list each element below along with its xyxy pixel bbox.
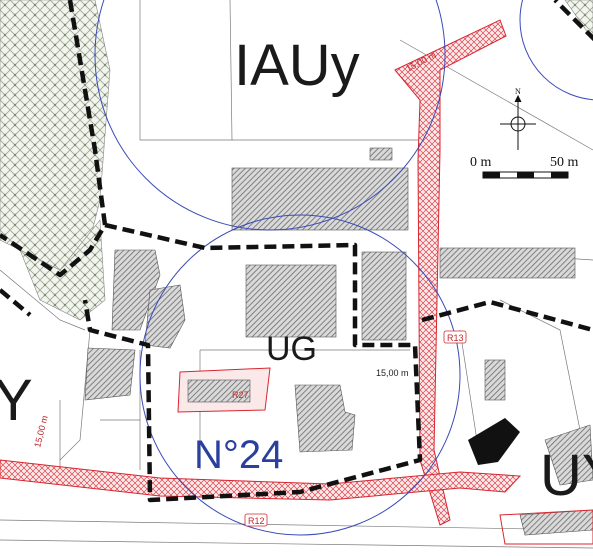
zone-label-uy: UY: [540, 443, 593, 508]
road-tag-r13: R13: [443, 330, 467, 344]
road-label-r12: R12: [248, 516, 265, 526]
r27-building: [187, 379, 251, 403]
zone-label-iauy: IAUy: [234, 33, 360, 98]
road-label-r27: R27: [232, 390, 249, 400]
zone-boundaries: [0, 0, 593, 503]
scale-bar: [482, 171, 569, 179]
buildings: [84, 147, 593, 536]
north-label: N: [515, 87, 521, 96]
north-arrow-icon: [500, 94, 536, 150]
zone-label-y: Y: [0, 368, 33, 433]
road-label-r13: R13: [447, 333, 464, 343]
scale-label-end: 50 m: [550, 155, 579, 170]
sector-number: N°24: [194, 433, 283, 477]
radius-circles: [94, 0, 593, 536]
scale-label-start: 0 m: [470, 155, 492, 170]
setback-label-mid: 15,00 m: [376, 368, 409, 378]
road-tag-r12: R12: [244, 513, 268, 527]
zone-label-ug: UG: [266, 330, 317, 368]
arrow-shape: [468, 418, 520, 465]
